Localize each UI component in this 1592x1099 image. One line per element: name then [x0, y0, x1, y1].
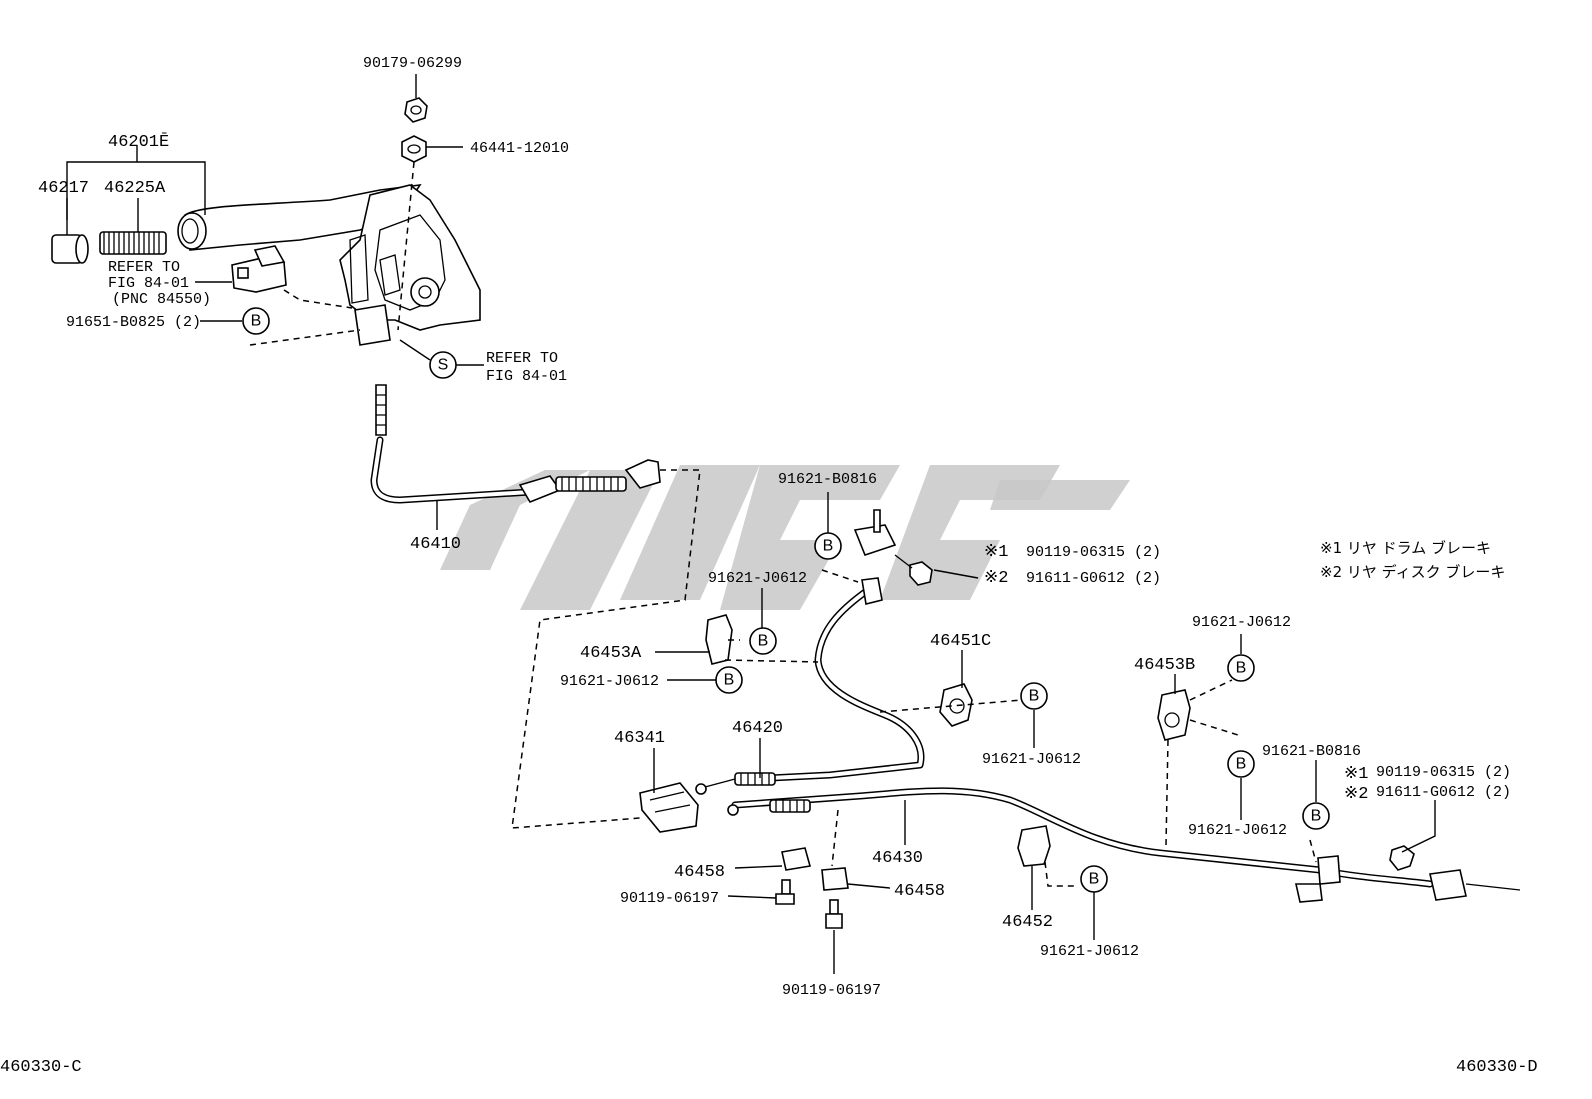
label-91611-G0612-top: 91611-G0612 (2): [1026, 570, 1161, 587]
label-91621-J0612-a: 91621-J0612: [708, 570, 807, 587]
svg-text:B: B: [724, 672, 735, 689]
marker-b-7: B: [1227, 750, 1255, 778]
legend-item-1: ※1 リヤ ドラム ブレーキ: [1320, 539, 1491, 557]
marker-b-3: B: [749, 627, 777, 655]
marker-s-1: S: [429, 351, 457, 379]
footer-code-right: 460330-D: [1456, 1058, 1538, 1077]
label-90119-06197-b: 90119-06197: [782, 982, 881, 999]
svg-text:B: B: [823, 538, 834, 555]
label-46452: 46452: [1002, 913, 1053, 932]
label-46453A: 46453A: [580, 644, 642, 663]
marker-b-5: B: [1020, 682, 1048, 710]
grommet-46441-12010[interactable]: [401, 135, 427, 163]
clip-46458-b[interactable]: [821, 867, 849, 891]
legend-item-2: ※2 リヤ ディスク ブレーキ: [1320, 563, 1505, 581]
label-refer-to-1: REFER TO: [108, 259, 180, 276]
label-46341: 46341: [614, 729, 665, 748]
marker-b-6: B: [1227, 654, 1255, 682]
marker-b-1: B: [242, 307, 270, 335]
label-note2-top: ※2: [984, 569, 1008, 588]
label-46410: 46410: [410, 535, 461, 554]
svg-text:S: S: [438, 357, 449, 374]
svg-text:B: B: [758, 633, 769, 650]
marker-b-9: B: [1080, 865, 1108, 893]
label-46430: 46430: [872, 849, 923, 868]
spring-46225A[interactable]: [99, 231, 167, 255]
clip-46452[interactable]: [1017, 825, 1051, 867]
label-46225A: 46225A: [104, 179, 166, 198]
svg-text:B: B: [1236, 756, 1247, 773]
label-90119-06197-a: 90119-06197: [620, 890, 719, 907]
label-91621-B0816-top: 91621-B0816: [778, 471, 877, 488]
footer-code-left: 460330-C: [0, 1058, 82, 1077]
label-90179-06299: 90179-06299: [363, 55, 462, 72]
cable-bracket-upper[interactable]: [853, 509, 897, 605]
cable-46410[interactable]: [370, 384, 661, 504]
marker-b-4: B: [715, 666, 743, 694]
leader-lines: [195, 74, 1436, 974]
label-91621-J0612-d: 91621-J0612: [1192, 614, 1291, 631]
bracket-46453B[interactable]: [1157, 689, 1191, 741]
clip-46451C[interactable]: [939, 683, 973, 727]
label-90119-06315-top: 90119-06315 (2): [1026, 544, 1161, 561]
label-refer-to-2: REFER TO: [486, 350, 558, 367]
label-46458-a: 46458: [674, 863, 725, 882]
label-91651-B0825: 91651-B0825 (2): [66, 314, 201, 331]
label-46453B: 46453B: [1134, 656, 1195, 675]
svg-text:B: B: [1029, 688, 1040, 705]
marker-b-8: B: [1302, 802, 1330, 830]
label-refer-fig-1: FIG 84-01: [108, 275, 189, 292]
lever-assembly[interactable]: [177, 183, 481, 346]
label-note1-top: ※1: [984, 543, 1008, 562]
bolt-90119-06315-top[interactable]: [894, 554, 933, 586]
label-91621-J0612-b: 91621-J0612: [560, 673, 659, 690]
label-46217: 46217: [38, 179, 89, 198]
bolt-90119-06197-b[interactable]: [825, 899, 843, 929]
label-90119-06315-right: 90119-06315 (2): [1376, 764, 1511, 781]
clip-46458-a[interactable]: [781, 847, 812, 871]
cap-46217[interactable]: [51, 234, 89, 264]
label-91621-J0612-f: 91621-J0612: [1040, 943, 1139, 960]
dashed-bolt-b: [249, 329, 361, 346]
label-91611-G0612-right: 91611-G0612 (2): [1376, 784, 1511, 801]
label-refer-fig-2: FIG 84-01: [486, 368, 567, 385]
label-46451C: 46451C: [930, 632, 991, 651]
label-46201E: 46201Ē: [108, 133, 169, 152]
label-46441-12010: 46441-12010: [470, 140, 569, 157]
label-46458-b: 46458: [894, 882, 945, 901]
bolt-90119-06315-right[interactable]: [1389, 845, 1415, 871]
svg-text:B: B: [251, 313, 262, 330]
label-91621-J0612-c: 91621-J0612: [982, 751, 1081, 768]
cable-46430[interactable]: [727, 787, 1521, 903]
label-refer-pnc: (PNC 84550): [112, 291, 211, 308]
parking-brake-switch[interactable]: [231, 245, 287, 293]
bracket-46201E: [66, 161, 206, 220]
dashed-connection-lines: [511, 469, 1317, 887]
label-91621-B0816-right: 91621-B0816: [1262, 743, 1361, 760]
cable-46420[interactable]: [695, 586, 925, 795]
retainer-46341[interactable]: [639, 782, 699, 833]
dashed-switch: [283, 289, 353, 309]
marker-b-2: B: [814, 532, 842, 560]
svg-text:B: B: [1236, 660, 1247, 677]
svg-text:B: B: [1089, 871, 1100, 888]
label-91621-J0612-e: 91621-J0612: [1188, 822, 1287, 839]
bolt-90119-06197-a[interactable]: [775, 879, 795, 905]
label-46420: 46420: [732, 719, 783, 738]
label-note2-right: ※2: [1344, 785, 1368, 804]
label-note1-right: ※1: [1344, 765, 1368, 784]
svg-text:B: B: [1311, 808, 1322, 825]
nut-90179-06299[interactable]: [404, 97, 428, 123]
